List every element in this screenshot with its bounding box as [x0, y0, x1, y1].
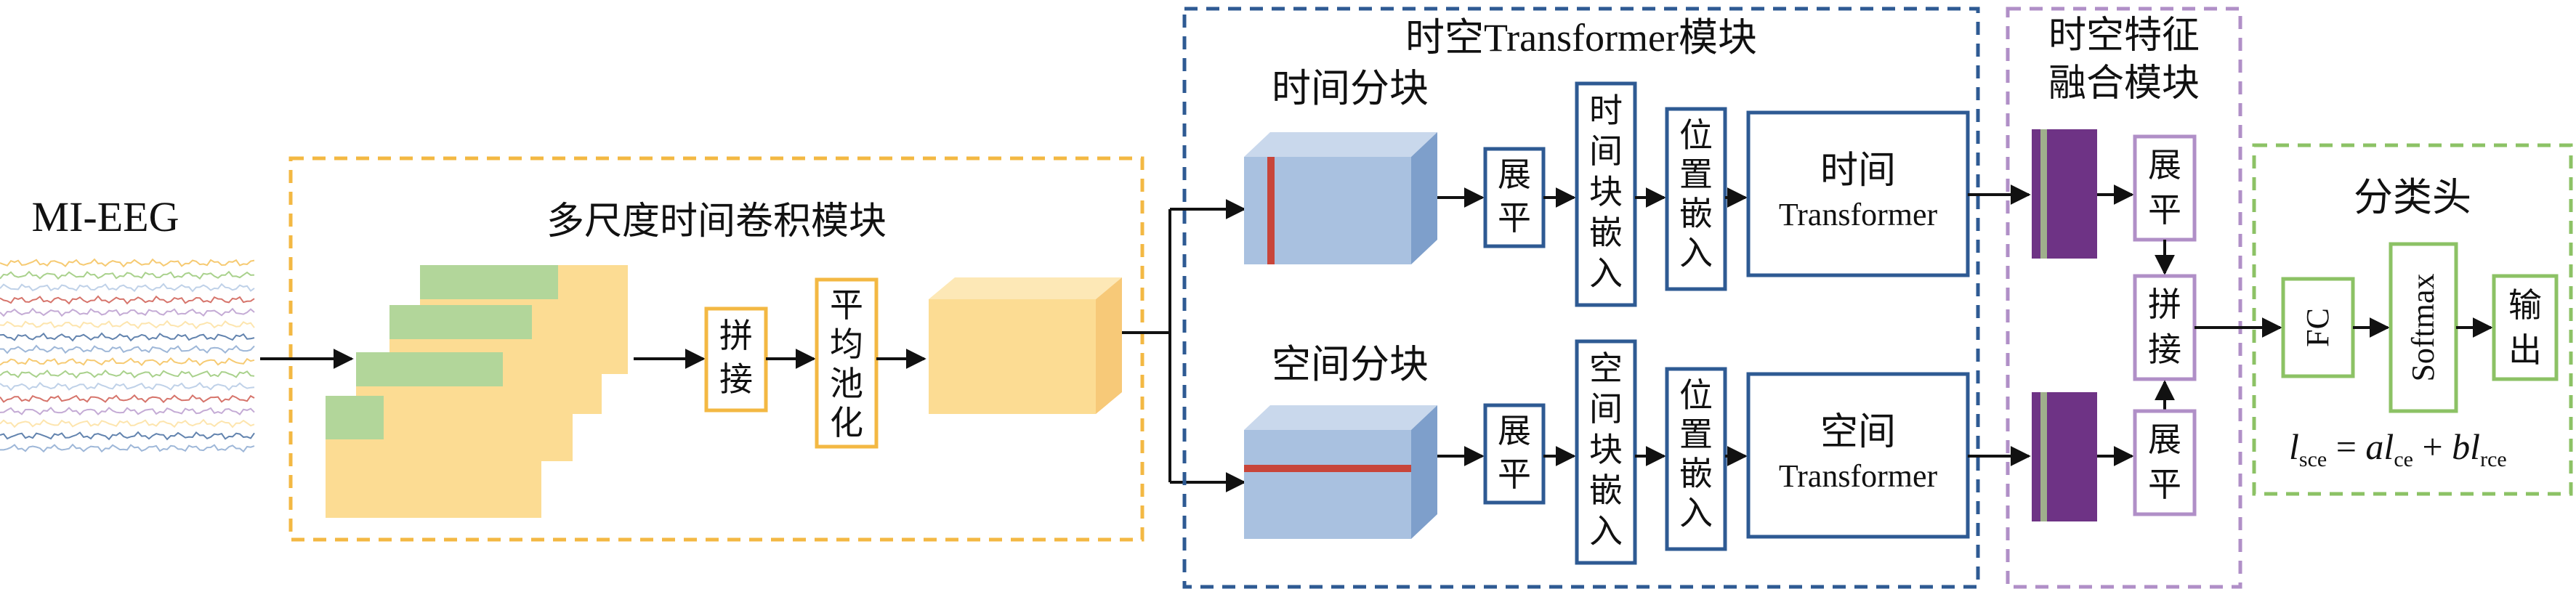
- transformer-module-title: 时空Transformer模块: [1405, 16, 1757, 60]
- spatial-embed-char-4: 嵌: [1589, 471, 1623, 510]
- classifier-title: 分类头: [2354, 174, 2471, 220]
- fusion-concat-char-1: 拼: [2148, 285, 2181, 324]
- spatial-transformer-line1: 空间: [1820, 410, 1896, 454]
- eeg-trace: [0, 307, 255, 317]
- fc-label: FC: [2300, 308, 2335, 347]
- fusion-flatten-top-box: [2133, 134, 2197, 242]
- classifier-module-border: [2252, 143, 2573, 496]
- eeg-trace: [0, 381, 255, 391]
- output-char-2: 出: [2508, 330, 2542, 370]
- eeg-trace: [0, 283, 255, 293]
- avgpool-box: [815, 277, 879, 449]
- multiscale-module-title: 多尺度时间卷积模块: [546, 200, 887, 243]
- temporal-embed-char-1: 时: [1589, 91, 1623, 130]
- spatial-transformer-box: [1746, 372, 1970, 539]
- output-box: [2492, 274, 2559, 381]
- loss-formula: lsce = alce + blrce: [2289, 426, 2507, 471]
- eeg-trace: [0, 357, 255, 367]
- fusion-title-line1: 时空特征: [2048, 14, 2200, 57]
- spatial-flatten-char-2: 平: [1498, 455, 1531, 494]
- fusion-flatten-bottom-char-1: 展: [2148, 420, 2181, 459]
- spatial-pos-char-4: 入: [1679, 493, 1713, 532]
- multiscale-module-border: [288, 156, 1144, 542]
- spatial-embed-char-1: 空: [1589, 349, 1623, 388]
- spatial-pos-char-1: 位: [1679, 375, 1713, 415]
- avgpool-char-2: 均: [830, 325, 863, 364]
- spatial-pos-embed-box: [1665, 367, 1727, 551]
- concat-box: [704, 306, 768, 413]
- spatial-block-embed-box: [1575, 339, 1637, 565]
- fusion-concat-char-2: 接: [2148, 330, 2181, 369]
- temporal-embed-char-3: 块: [1589, 172, 1623, 211]
- temporal-patch-cube: [1244, 132, 1437, 264]
- eeg-trace: [0, 344, 255, 354]
- temporal-embed-char-5: 入: [1589, 253, 1623, 293]
- concat-char-1: 拼: [719, 316, 753, 355]
- fusion-module-border: [2006, 7, 2242, 589]
- spatial-pos-char-2: 置: [1679, 415, 1713, 454]
- eeg-trace: [0, 394, 255, 404]
- avgpool-char-3: 池: [830, 364, 863, 403]
- spatial-pos-char-3: 嵌: [1679, 454, 1713, 493]
- pooled-feature-cube: [929, 277, 1122, 414]
- eeg-trace: [0, 431, 255, 441]
- eeg-trace: [0, 332, 255, 342]
- temporal-embed-char-2: 间: [1589, 131, 1623, 171]
- spatial-embed-char-3: 块: [1589, 430, 1623, 469]
- temporal-pos-char-1: 位: [1679, 115, 1713, 155]
- softmax-box: [2389, 242, 2458, 413]
- spatial-token-block: [2032, 392, 2097, 521]
- temporal-transformer-line1: 时间: [1820, 149, 1896, 192]
- fusion-flatten-top-char-1: 展: [2148, 145, 2181, 184]
- eeg-trace: [0, 369, 255, 379]
- fc-box: [2281, 277, 2355, 378]
- temporal-token-block: [2032, 129, 2097, 259]
- temporal-flatten-box: [1483, 147, 1546, 248]
- split-connector: [1122, 209, 1171, 482]
- eeg-trace: [0, 295, 255, 305]
- temporal-pos-char-2: 置: [1679, 155, 1713, 194]
- temporal-flatten-char-2: 平: [1498, 198, 1531, 237]
- temporal-transformer-box: [1746, 110, 1970, 277]
- eeg-trace: [0, 443, 255, 453]
- temporal-embed-char-4: 嵌: [1589, 213, 1623, 252]
- eeg-signal-waves: [0, 258, 255, 453]
- fusion-concat-box: [2133, 274, 2197, 381]
- multiscale-feature-maps: [326, 265, 628, 518]
- temporal-pos-char-3: 嵌: [1679, 194, 1713, 233]
- fusion-flatten-bottom-char-2: 平: [2148, 465, 2181, 504]
- spatial-patch-cube: [1244, 405, 1437, 539]
- spatial-transformer-line2: Transformer: [1779, 458, 1938, 494]
- spatial-embed-char-2: 间: [1589, 389, 1623, 429]
- eeg-trace: [0, 418, 255, 429]
- temporal-transformer-line2: Transformer: [1779, 197, 1938, 232]
- input-label: MI-EEG: [32, 193, 179, 240]
- temporal-pos-char-4: 入: [1679, 233, 1713, 272]
- temporal-patch-label: 时间分块: [1272, 65, 1429, 111]
- temporal-pos-embed-box: [1665, 107, 1727, 291]
- concat-char-2: 接: [719, 360, 753, 399]
- eeg-trace: [0, 406, 255, 416]
- spatial-flatten-char-1: 展: [1498, 411, 1531, 450]
- softmax-label: Softmax: [2405, 273, 2441, 381]
- avgpool-char-1: 平: [830, 285, 863, 325]
- fusion-flatten-top-char-2: 平: [2148, 190, 2181, 230]
- eeg-trace: [0, 258, 255, 268]
- spatial-flatten-box: [1483, 403, 1546, 505]
- spatial-patch-label: 空间分块: [1272, 341, 1429, 387]
- temporal-flatten-char-1: 展: [1498, 155, 1531, 194]
- output-char-1: 输: [2508, 285, 2542, 325]
- temporal-block-embed-box: [1575, 81, 1637, 307]
- fusion-title-line2: 融合模块: [2048, 62, 2200, 105]
- transformer-module-border: [1182, 7, 1980, 589]
- avgpool-char-4: 化: [830, 403, 863, 442]
- fusion-flatten-bottom-box: [2133, 409, 2197, 516]
- eeg-trace: [0, 270, 255, 280]
- eeg-trace: [0, 320, 255, 330]
- spatial-embed-char-5: 入: [1589, 511, 1623, 551]
